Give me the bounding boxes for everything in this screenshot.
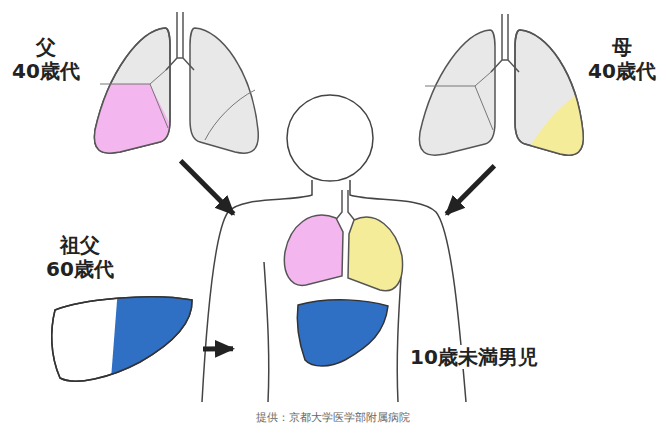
head — [287, 95, 373, 181]
lung-outline — [515, 30, 583, 155]
figure-label: 母 40歳代 — [588, 35, 656, 83]
right-lung — [419, 30, 495, 155]
lung-outline — [94, 28, 170, 153]
recipient-figure: 10歳未満男児 — [235, 195, 445, 400]
donated-liver-part — [110, 288, 200, 392]
mother-lungs — [419, 14, 590, 167]
transplanted-lung — [348, 217, 403, 291]
trachea — [166, 12, 194, 70]
fissure — [205, 90, 255, 140]
figure-label: 祖父 60歳代 — [42, 233, 118, 281]
transplanted-lung — [284, 215, 343, 285]
body-outline — [202, 180, 312, 402]
trachea — [334, 190, 356, 222]
father-lungs — [88, 12, 258, 165]
fissure — [425, 72, 493, 130]
transplant-arrow — [446, 166, 494, 214]
left-lung — [190, 28, 258, 153]
donor-figure: 祖父 60歳代 — [50, 295, 195, 385]
transplanted-liver — [297, 300, 388, 366]
donor-figure: 父 40歳代 — [90, 20, 260, 155]
liver-outline — [52, 297, 192, 381]
fissure — [100, 70, 168, 128]
transplant-arrow — [181, 161, 234, 214]
donor-figure: 母 40歳代 — [415, 20, 585, 160]
transplant-arrow — [203, 346, 233, 351]
grandfather-liver — [52, 288, 200, 392]
arm-line — [264, 262, 269, 402]
trachea — [491, 14, 519, 72]
donated-lobe — [529, 88, 590, 167]
figure-label: 10歳未満男児 — [407, 345, 541, 369]
figure-label: 父 40歳代 — [10, 35, 82, 83]
caption: 提供：京都大学医学部附属病院 — [0, 410, 666, 425]
donated-lobe — [88, 84, 172, 165]
